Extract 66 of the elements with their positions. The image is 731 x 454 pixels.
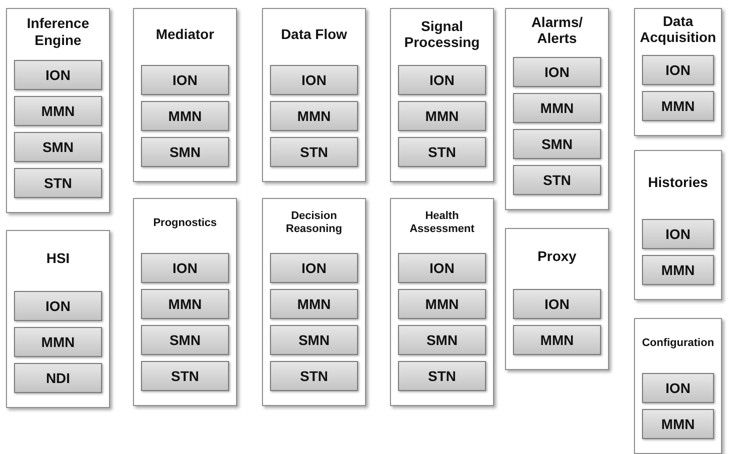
panel-title: Health Assessment	[408, 210, 476, 236]
panel-title: Inference Engine	[26, 15, 90, 48]
component-box: MMN	[642, 91, 714, 121]
panel-title: Data Acquisition	[640, 12, 716, 46]
component-box: ION	[270, 253, 358, 283]
component-box: SMN	[398, 325, 486, 355]
panel-title: Data Flow	[280, 26, 348, 42]
component-box: SMN	[141, 137, 229, 167]
module-panel	[505, 8, 609, 210]
component-box: ION	[14, 60, 102, 90]
component-box: MMN	[14, 327, 102, 357]
component-box: MMN	[642, 255, 714, 285]
component-box: ION	[398, 253, 486, 283]
component-box: MMN	[513, 325, 601, 355]
component-box: ION	[14, 291, 102, 321]
module-panel	[634, 150, 722, 300]
module-panel	[6, 8, 110, 213]
component-box: SMN	[513, 129, 601, 159]
module-panel	[262, 8, 366, 182]
component-box: MMN	[398, 101, 486, 131]
component-box: ION	[642, 373, 714, 403]
module-panel	[262, 198, 366, 406]
component-box: SMN	[141, 325, 229, 355]
component-box: ION	[270, 65, 358, 95]
module-panel	[133, 198, 237, 406]
component-box: STN	[398, 361, 486, 391]
component-box: STN	[14, 168, 102, 198]
component-box: STN	[270, 137, 358, 167]
module-panel	[390, 8, 494, 182]
module-panel	[634, 8, 722, 136]
module-panel	[133, 8, 237, 182]
component-box: ION	[513, 57, 601, 87]
component-box: NDI	[14, 363, 102, 393]
module-panel	[390, 198, 494, 406]
component-box: MMN	[513, 93, 601, 123]
module-panel	[634, 318, 722, 454]
component-box: STN	[141, 361, 229, 391]
panel-title: HSI	[46, 250, 70, 266]
component-box: ION	[398, 65, 486, 95]
panel-title: Histories	[648, 174, 708, 190]
component-box: ION	[642, 55, 714, 85]
component-box: STN	[398, 137, 486, 167]
panel-title: Mediator	[156, 26, 214, 42]
component-box: MMN	[398, 289, 486, 319]
component-box: MMN	[642, 409, 714, 439]
component-box: ION	[642, 219, 714, 249]
component-box: STN	[270, 361, 358, 391]
component-box: MMN	[141, 101, 229, 131]
component-box: MMN	[270, 289, 358, 319]
module-panel	[6, 230, 110, 408]
component-box: STN	[513, 165, 601, 195]
component-box: ION	[513, 289, 601, 319]
module-panel	[505, 228, 609, 370]
panel-title: Decision Reasoning	[284, 210, 344, 236]
component-box: MMN	[141, 289, 229, 319]
component-box: SMN	[14, 132, 102, 162]
component-box: ION	[141, 65, 229, 95]
component-box: SMN	[270, 325, 358, 355]
component-box: ION	[141, 253, 229, 283]
panel-title: Signal Processing	[403, 18, 481, 50]
component-box: MMN	[14, 96, 102, 126]
panel-title: Alarms/ Alerts	[530, 14, 584, 46]
panel-title: Configuration	[642, 336, 714, 350]
component-box: MMN	[270, 101, 358, 131]
panel-title: Proxy	[538, 248, 576, 264]
panel-title: Prognostics	[153, 216, 217, 230]
